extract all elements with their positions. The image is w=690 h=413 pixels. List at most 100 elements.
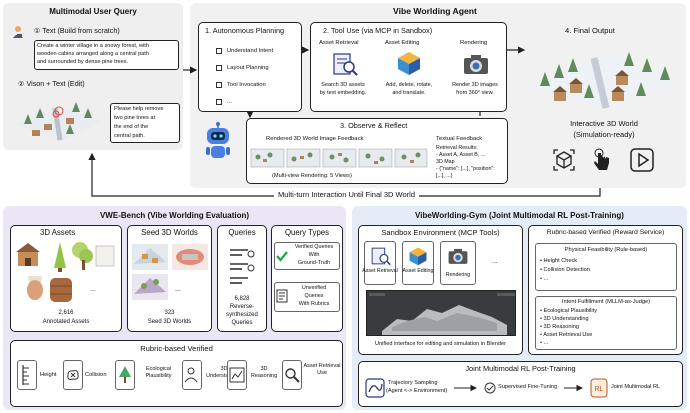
agent-title: Vibe Worlding Agent [393,6,477,16]
edit-prompt-line: central path. [114,133,145,139]
assets-ellipsis: ... [90,286,96,293]
feedback-line: Retrieval Results: [436,145,478,151]
assets-title: 3D Assets [40,228,76,237]
sandbox-tool-label: Rendering [445,272,471,278]
text-prompt-line: and surrounded by dense pine trees. [37,59,129,65]
tool-desc: Search 3D assets [321,82,365,88]
planning-item: ... [216,93,298,110]
sandbox-title: Sandbox Environment (MCP Tools) [381,228,500,237]
rubric-item: 3D Understanding [206,366,242,380]
physical-feasibility-box [535,243,677,291]
planning-item: Layout Planning [216,59,298,76]
text-mode-label: ① Text (Build from scratch) [34,26,120,35]
user-icon [12,25,24,39]
planning-item: Understand Intent [216,42,298,59]
intent-item: • 3D Understanding [540,316,589,322]
rl-badge-icon: RL [590,378,608,398]
check-icon [216,81,222,88]
collision-rubric-tile [63,360,83,390]
final-caption-2: (Simulation-ready) [573,130,635,139]
worlds-title: Seed 3D Worlds [141,228,198,237]
planning-items: Understand Intent Layout Planning Tool I… [216,42,298,110]
asset-retrieval-icon [371,247,391,266]
training-step-1b: (Agent <-> Environment) [386,388,448,394]
worlds-label: Seed 3D Worlds [147,319,192,325]
worlds-ellipsis: ... [175,286,181,293]
feedback-line: 3D Map [436,159,455,165]
textual-feedback-title: Textual Feedback [436,136,483,142]
person-search-icon [184,367,198,383]
queries-count: 6,828 [234,296,250,302]
check-icon [216,98,222,105]
intent-item: • Asset Retrieval Use [540,332,593,338]
intent-item: • Ecological Plausibility [540,308,597,314]
text-prompt-line: Create a winter village in a snowy fores… [37,43,149,49]
intent-item: • 3D Reasoning [540,324,579,330]
cube-edit-icon [409,247,427,266]
rubric-item: Asset Retrieval Use [303,363,341,377]
physical-item: • Height Check [540,258,578,264]
loop-label: Multi-turn Interaction Until Final 3D Wo… [274,190,419,200]
check-icon [216,47,222,54]
edit-mode-label: ② Vison + Text (Edit) [18,79,85,88]
worlds-count: 323 [164,310,175,316]
final-caption-1: Interactive 3D World [570,119,638,128]
queries-label: synthesized [226,312,258,318]
query-list-icon [228,246,258,290]
unverified-label: Queries [304,293,324,299]
queries-label: Queries [231,320,253,326]
multiview-label: (Multi-view Rendering: 5 Views) [272,173,352,179]
edit-scene-image [10,94,106,144]
sandbox-ellipsis: ... [492,258,498,265]
sandbox-tool-label: Asset Retrieval [362,268,398,274]
physical-item: • ... [540,276,549,282]
rubric-item: Ecological Plausibility [145,366,172,380]
asset-thumbnails [14,240,118,306]
sft-icon [484,381,496,394]
training-step-1a: Trajectory Sampling [388,380,438,386]
reward-title: Rubric-based Verified (Reward Service) [546,229,665,236]
tool-desc: from 360° view. [456,90,494,96]
tree-icon [119,366,131,383]
queries-title: Queries [228,228,256,237]
trajectory-icon [365,378,385,398]
reasoning-icon [229,367,245,383]
tool-desc: Add, delete, rotate, [385,82,433,88]
rubric-item: Collision [85,372,107,378]
verified-label: Ground-Truth [297,260,331,266]
tool-use-title: 2. Tool Use (via MCP in Sandbox) [323,26,433,35]
text-prompt-line: wooden cabins arranged along a central p… [37,51,149,57]
intent-fulfillment-box [535,296,677,350]
unverified-label: Unverified [301,285,327,291]
gym-title: VibeWorlding-Gym (Joint Multimodal RL Po… [415,211,624,220]
tool-desc: Render 3D images [452,82,498,88]
sandbox-caption: Unified interface for editing and simula… [375,341,506,347]
unverified-label: With Rubrics [298,301,330,307]
planning-title: 1. Autonomous Planning [205,26,285,35]
feedback-line: - Asset A, Asset B, ... [436,152,486,158]
observe-title: 3. Observe & Reflect [340,121,408,130]
retrieval-rubric-tile [282,360,302,390]
planning-item: Tool Invocation [216,76,298,93]
assets-label: Annotated Assets [42,319,90,325]
sandbox-tool-label: Asset Editing [402,268,434,274]
ruler-icon [22,365,29,385]
camera-icon [448,248,468,264]
tool-retrieval-name: Asset Retrieval [319,40,359,46]
feedback-line: - {"name": [...], "position": [436,166,495,172]
feedback-line: [...], ...} [436,173,453,179]
assets-count: 2,616 [58,310,74,316]
height-rubric-tile [17,360,37,390]
rubric-list-icon [276,289,288,303]
check-icon [216,64,222,71]
user-query-title: Multimodal User Query [49,7,137,16]
reasoning-rubric-tile [227,360,247,390]
query-types-title: Query Types [284,228,330,237]
tool-desc: and translate. [392,90,426,96]
training-box [358,361,683,407]
verified-label: Verified Queries [294,244,334,250]
magnifier-icon [285,368,300,383]
blender-viewport [366,290,516,336]
rubric-item: Height [40,372,57,378]
